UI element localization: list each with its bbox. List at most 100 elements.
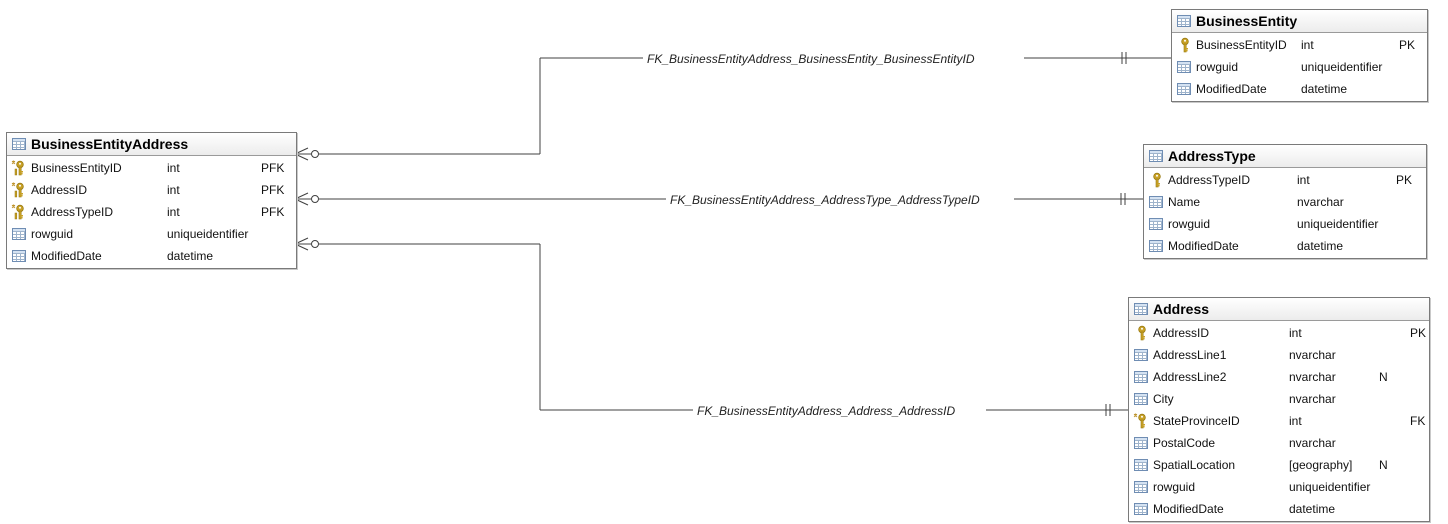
column-key-flag: PK	[1410, 326, 1427, 340]
table-icon	[1134, 303, 1148, 315]
pk-fk-key-icon	[11, 204, 27, 220]
column-icon	[1176, 59, 1192, 75]
table-icon	[1149, 150, 1163, 162]
pk-key-icon	[1148, 172, 1164, 188]
column-icon	[1133, 435, 1149, 451]
column-type: int	[167, 205, 180, 219]
column-key-flag: PK	[1396, 173, 1413, 187]
column-name: Name	[1168, 195, 1201, 209]
crows-foot-many-icon	[294, 237, 311, 251]
column-type: int	[1289, 414, 1302, 428]
column-type: nvarchar	[1297, 195, 1344, 209]
pk-key-icon	[1176, 37, 1192, 53]
table-icon	[12, 138, 26, 150]
table-title: AddressType	[1168, 148, 1256, 164]
column-row[interactable]: Name nvarchar	[1144, 191, 1426, 213]
relationship-label: FK_BusinessEntityAddress_AddressType_Add…	[670, 193, 980, 207]
column-name: City	[1153, 392, 1174, 406]
column-row[interactable]: AddressTypeID int PK	[1144, 169, 1426, 191]
column-type: nvarchar	[1289, 392, 1336, 406]
column-name: rowguid	[31, 227, 74, 241]
column-icon	[1133, 501, 1149, 517]
table-header[interactable]: BusinessEntityAddress	[7, 133, 296, 156]
table-title: BusinessEntityAddress	[31, 136, 189, 152]
table-header[interactable]: AddressType	[1144, 145, 1426, 168]
table-header[interactable]: BusinessEntity	[1172, 10, 1427, 33]
column-name: SpatialLocation	[1153, 458, 1236, 472]
fk-key-icon	[1133, 413, 1149, 429]
column-key-flag: PK	[1399, 38, 1416, 52]
column-name: rowguid	[1168, 217, 1211, 231]
column-icon	[1148, 238, 1164, 254]
column-row[interactable]: City nvarchar	[1129, 388, 1429, 410]
column-type: uniqueidentifier	[167, 227, 249, 241]
column-icon	[11, 248, 27, 264]
column-type: nvarchar	[1289, 436, 1336, 450]
column-type: nvarchar	[1289, 370, 1336, 384]
column-icon	[1133, 391, 1149, 407]
column-icon	[1133, 457, 1149, 473]
column-name: ModifiedDate	[31, 249, 102, 263]
column-row[interactable]: AddressLine1 nvarchar	[1129, 344, 1429, 366]
column-type: datetime	[1289, 502, 1336, 516]
column-name: AddressLine1	[1153, 348, 1227, 362]
one-mandatory-bar-icon	[1121, 52, 1127, 64]
relationship-line	[319, 57, 1171, 155]
column-name: AddressTypeID	[31, 205, 114, 219]
column-name: rowguid	[1153, 480, 1196, 494]
column-icon	[1148, 194, 1164, 210]
column-type: nvarchar	[1289, 348, 1336, 362]
column-row[interactable]: rowguid uniqueidentifier	[1129, 476, 1429, 498]
column-key-flag: FK	[1410, 414, 1426, 428]
column-row[interactable]: BusinessEntityID int PFK	[7, 157, 296, 179]
column-icon	[1133, 347, 1149, 363]
column-type: uniqueidentifier	[1301, 60, 1383, 74]
column-icon	[1133, 369, 1149, 385]
column-type: int	[167, 161, 180, 175]
column-row[interactable]: SpatialLocation[geography]N	[1129, 454, 1429, 476]
column-type: int	[1289, 326, 1302, 340]
column-name: AddressTypeID	[1168, 173, 1251, 187]
pk-fk-key-icon	[11, 182, 27, 198]
table-title: BusinessEntity	[1196, 13, 1298, 29]
column-name: BusinessEntityID	[31, 161, 122, 175]
column-icon	[1176, 81, 1192, 97]
one-mandatory-bar-icon	[1120, 193, 1126, 205]
column-type: [geography]	[1289, 458, 1353, 472]
column-type: datetime	[1297, 239, 1344, 253]
column-icon	[1148, 216, 1164, 232]
column-name: AddressID	[31, 183, 88, 197]
column-row[interactable]: ModifiedDate datetime	[1144, 235, 1426, 257]
column-name: ModifiedDate	[1168, 239, 1239, 253]
table-header[interactable]: Address	[1129, 298, 1429, 321]
column-name: AddressLine2	[1153, 370, 1227, 384]
column-type: datetime	[1301, 82, 1348, 96]
column-key-flag: PFK	[261, 161, 285, 175]
relationship-label: FK_BusinessEntityAddress_Address_Address…	[697, 404, 955, 418]
column-icon	[1133, 479, 1149, 495]
column-type: uniqueidentifier	[1289, 480, 1371, 494]
column-row[interactable]: rowguid uniqueidentifier	[7, 223, 296, 245]
relationship-line	[319, 243, 1128, 411]
column-type: int	[1297, 173, 1310, 187]
